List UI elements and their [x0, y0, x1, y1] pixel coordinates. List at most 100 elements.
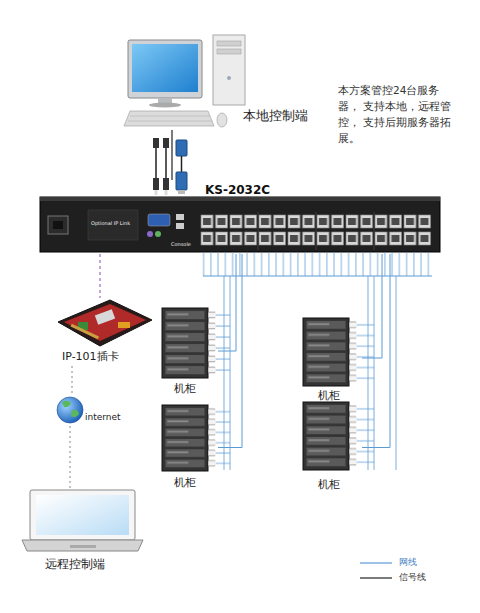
- console-cables-part: [163, 138, 169, 148]
- desktop-computer-part: [149, 103, 181, 108]
- legend-samples-part: [360, 577, 392, 578]
- cabinet-node: 机柜: [160, 302, 218, 400]
- server-cabinet-part: [216, 407, 230, 469]
- cabinet-node: 机柜: [160, 400, 218, 495]
- ip-card-part: [118, 322, 130, 328]
- console-cables-part: [153, 178, 159, 190]
- console-cables-part: [165, 148, 167, 178]
- node-label: IP-101插卡: [62, 351, 119, 362]
- desktop-computer-part: [128, 40, 202, 98]
- note-text: 本方案管控24台服务器， 支持本地，远程管控， 支持后期服务器拓展。: [338, 82, 456, 146]
- console-cables-part: [181, 156, 183, 172]
- node-label: 机柜: [174, 383, 196, 394]
- network-cable: [362, 254, 390, 448]
- internet-globe-part: [57, 397, 83, 423]
- card-node: IP-101插卡: [55, 298, 155, 366]
- server-cabinet-part: [305, 320, 347, 384]
- laptop-part: [30, 490, 135, 540]
- desktop-computer-part: [217, 41, 241, 46]
- kvm-switch-part: [40, 197, 440, 201]
- internet-globe-part: [71, 410, 79, 417]
- server-cabinet-part: [162, 308, 208, 378]
- console-cables-part: [155, 190, 158, 195]
- desktop-computer-part: [124, 111, 214, 126]
- network-cable-bundle-part: [203, 276, 432, 277]
- console-cables-part: [163, 178, 169, 190]
- laptop-part: [70, 545, 96, 548]
- node-label: 机柜: [318, 390, 340, 401]
- legend-text: 信号线: [399, 573, 426, 582]
- network-cable-bundle-part: [396, 276, 397, 470]
- node-label: 远程控制端: [45, 558, 105, 570]
- console-cables-part: [176, 140, 187, 156]
- console-cables-part: [155, 148, 157, 178]
- internet-globe: [57, 397, 83, 423]
- device-text: Console: [171, 242, 191, 247]
- server-cabinet-part: [303, 318, 349, 386]
- kvm-switch-part: [40, 197, 440, 252]
- kvm-switch-part: [258, 212, 259, 250]
- laptop-part: [36, 495, 129, 535]
- legend-text: 网线: [399, 558, 417, 567]
- server-cabinet-part: [208, 407, 216, 469]
- server-cabinet-part: [303, 402, 349, 470]
- node-label: 本地控制端: [243, 109, 308, 122]
- server-cabinet-part: [349, 320, 357, 384]
- ip-card-part: [71, 324, 99, 339]
- internet-line: [70, 426, 71, 488]
- network-cable-bundle-part: [200, 252, 432, 276]
- kvm-switch-part: [148, 214, 170, 226]
- desktop-computer-part: [217, 49, 241, 54]
- node-label: 机柜: [318, 479, 340, 490]
- laptop: [22, 490, 143, 551]
- kvm-switch: [40, 197, 440, 252]
- desktop-computer-part: [213, 35, 245, 105]
- kvm-switch-part: [53, 221, 63, 229]
- kvm-switch-part: [316, 212, 317, 250]
- server-cabinet: [162, 308, 374, 471]
- kvm-switch-part: [176, 214, 184, 220]
- kvm-switch-part: [176, 223, 184, 229]
- desktop-computer: [124, 35, 245, 127]
- network-cable: [362, 254, 382, 358]
- server-cabinet-part: [208, 310, 216, 376]
- laptop-node: 远程控制端: [22, 488, 142, 576]
- network-cable: [218, 254, 236, 351]
- console-cables-part: [176, 172, 187, 190]
- ip-card: [58, 300, 152, 346]
- desktop-computer-part: [227, 76, 231, 80]
- desktop-computer-part: [130, 116, 210, 117]
- device-text: Optional IP Link: [91, 221, 130, 226]
- ip-card-part: [58, 300, 152, 346]
- ip-card-part: [95, 309, 115, 325]
- kvm-switch-part: [88, 210, 138, 240]
- legend-samples-part: [360, 562, 392, 563]
- kvm-switch-part: [155, 231, 161, 237]
- computer-node: 本地控制端: [125, 33, 310, 130]
- internet-line: [72, 366, 73, 394]
- ip-card-part: [64, 304, 146, 341]
- console-cables-part: [165, 190, 168, 195]
- ip-link-line: [99, 254, 100, 298]
- desktop-computer-part: [217, 113, 227, 127]
- cabinet-node: 机柜: [300, 400, 362, 495]
- internet-node: internet: [54, 394, 124, 426]
- kvm-switch-part: [374, 212, 375, 250]
- desktop-computer-part: [132, 44, 198, 92]
- model-label: KS-2032C: [205, 184, 270, 196]
- server-cabinet-part: [357, 320, 374, 384]
- node-label: 机柜: [174, 477, 196, 488]
- laptop-part: [22, 540, 143, 551]
- desktop-computer-part: [128, 121, 212, 122]
- cabinet-node: 机柜: [300, 312, 362, 404]
- legend-samples: [360, 563, 392, 578]
- kvm-switch-part: [48, 216, 68, 234]
- network-cable-bundle: [200, 252, 432, 470]
- kvm-node: KS-2032C Optional IP LinkConsole: [38, 180, 442, 254]
- console-cables-part: [178, 190, 185, 194]
- signal-cable: [171, 130, 172, 180]
- internet-globe-part: [62, 401, 71, 407]
- server-cabinet-part: [164, 407, 206, 469]
- node-label: internet: [85, 413, 121, 422]
